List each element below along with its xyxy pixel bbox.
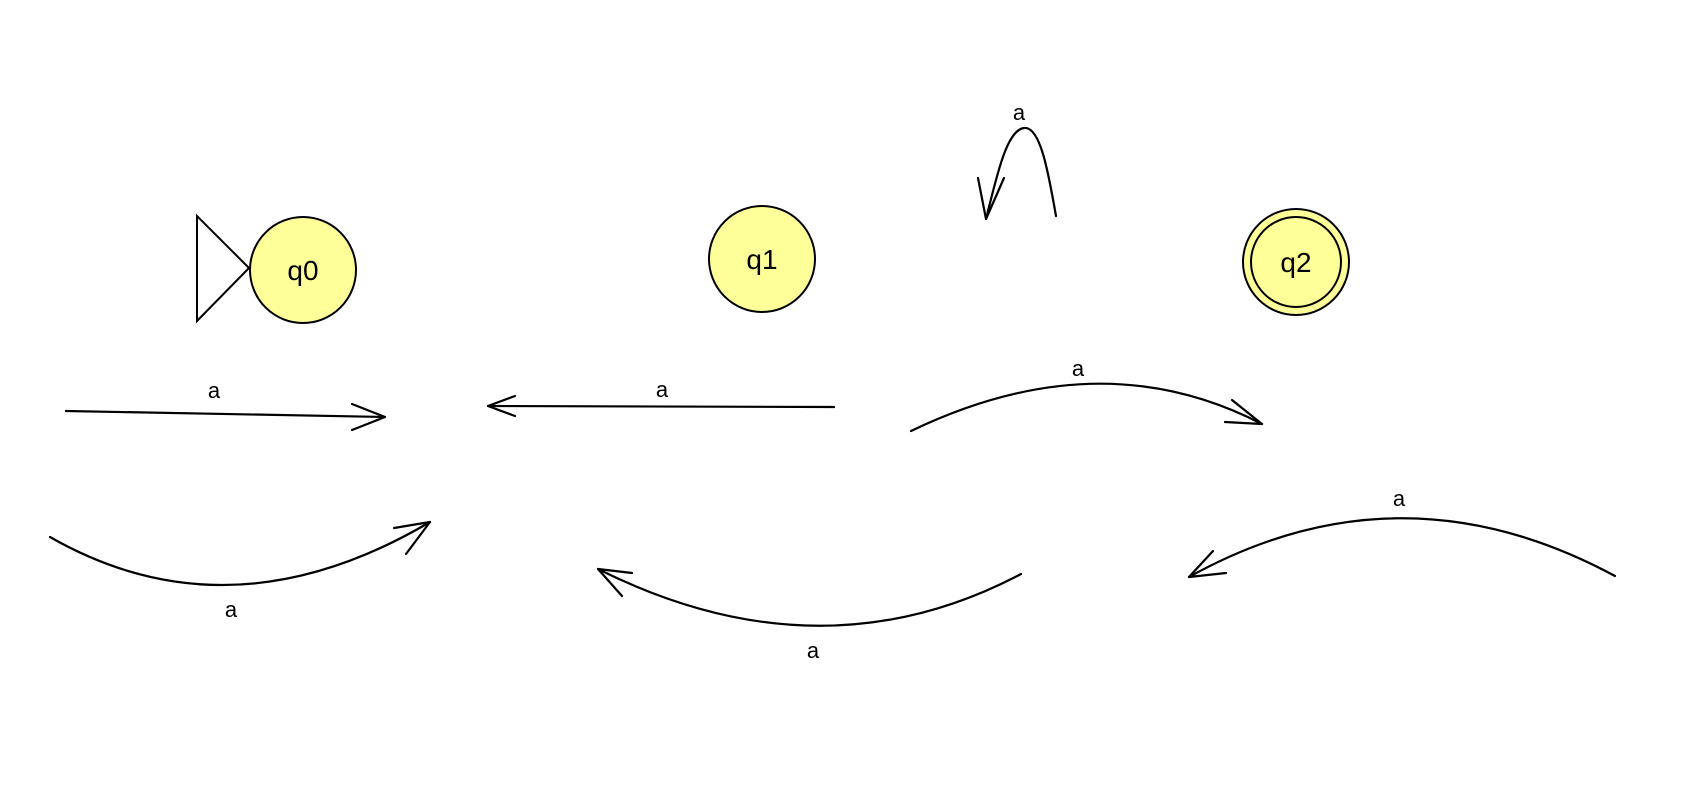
state-q1[interactable]: q1 [708, 205, 816, 313]
transition-arrow-5[interactable]: a [596, 567, 1023, 663]
arrow-3-label: a [1072, 356, 1085, 381]
transition-arrow-1[interactable]: a [64, 378, 387, 432]
transition-arrow-loop[interactable]: a [976, 100, 1058, 221]
state-q0-circle [249, 216, 357, 324]
arrow-5-label: a [807, 638, 820, 663]
arrow-2-label: a [656, 377, 669, 402]
arrow-4-head [392, 520, 432, 556]
arrow-1-line [64, 409, 387, 419]
arrow-5-head [596, 567, 634, 598]
arrow-2-line [486, 404, 836, 409]
transition-arrow-4[interactable]: a [48, 520, 432, 622]
transition-arrow-2[interactable]: a [486, 377, 836, 418]
arrow-6-line [1187, 517, 1617, 579]
state-q1-label: q1 [746, 244, 777, 275]
arrow-1-head [350, 402, 387, 432]
arrow-6-label: a [1393, 486, 1406, 511]
state-q2-label: q2 [1280, 247, 1311, 278]
loop-arrow-label: a [1013, 100, 1026, 125]
arrow-4-line [48, 520, 432, 587]
arrow-1-label: a [208, 378, 221, 403]
state-q2[interactable]: q2 [1242, 208, 1350, 316]
arrow-6-head [1187, 549, 1228, 579]
transition-arrow-3[interactable]: a [909, 356, 1264, 433]
start-marker [196, 213, 251, 324]
arrow-2-head [486, 394, 517, 418]
arrow-3-line [909, 382, 1264, 433]
state-q0[interactable]: q0 [249, 216, 357, 324]
state-q2-outer-circle [1242, 208, 1350, 316]
transition-arrow-6[interactable]: a [1187, 486, 1617, 579]
state-q1-circle [708, 205, 816, 313]
state-q0-label: q0 [287, 255, 318, 286]
state-q2-inner-circle [1250, 216, 1342, 308]
loop-arrow-line [984, 126, 1058, 221]
arrow-4-label: a [225, 597, 238, 622]
loop-arrow-head [976, 176, 1006, 221]
arrow-3-head [1223, 398, 1264, 426]
arrow-5-line [596, 567, 1023, 627]
